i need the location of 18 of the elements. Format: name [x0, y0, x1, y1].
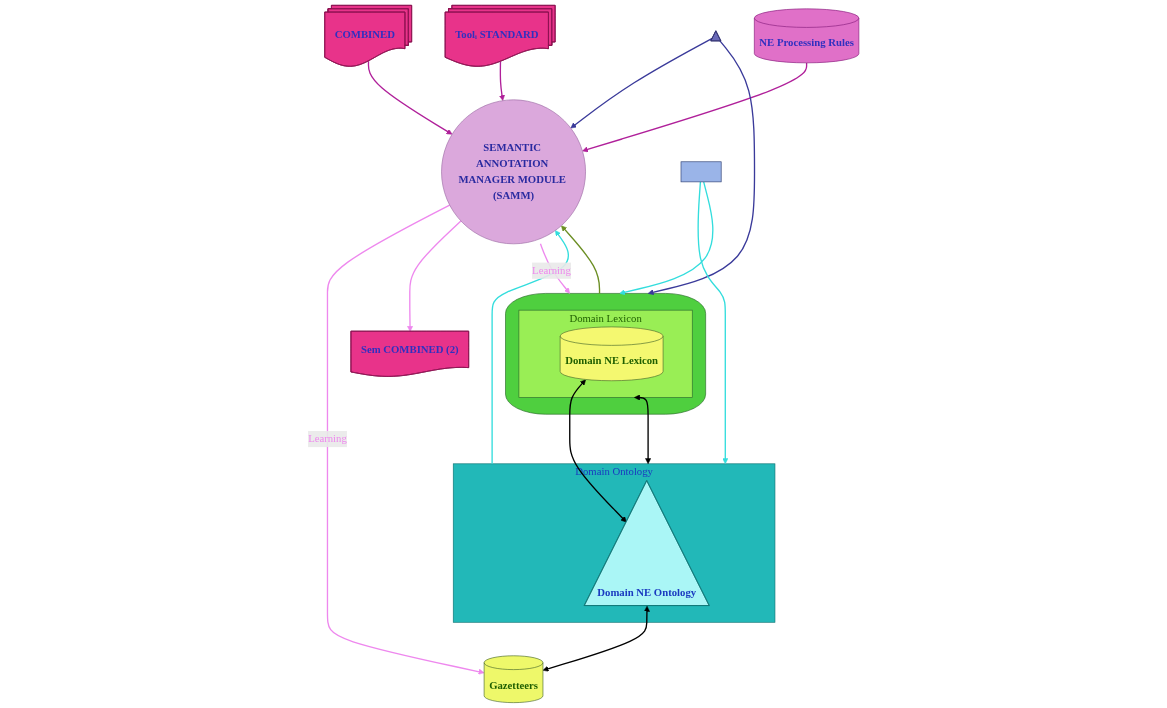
- arrow: [619, 181, 714, 296]
- node-circle: SEMANTIC ANNOTATION MANAGER MODULE (SAMM): [441, 99, 586, 245]
- node-bar: [680, 161, 722, 183]
- arrow: [697, 181, 729, 465]
- arrow: [542, 605, 650, 672]
- arrow: [407, 220, 462, 332]
- arrow: [634, 394, 652, 465]
- cluster: [505, 293, 706, 415]
- arrow: [647, 40, 756, 296]
- arrow: [326, 204, 485, 675]
- arrow: [367, 60, 453, 135]
- arrow: [570, 37, 714, 129]
- arrow: [499, 61, 505, 101]
- arrow: [561, 225, 601, 295]
- edge-label: Learning: [532, 264, 571, 277]
- arrow: [582, 62, 808, 153]
- edge-label: Learning: [308, 432, 347, 445]
- arrow: [569, 379, 627, 523]
